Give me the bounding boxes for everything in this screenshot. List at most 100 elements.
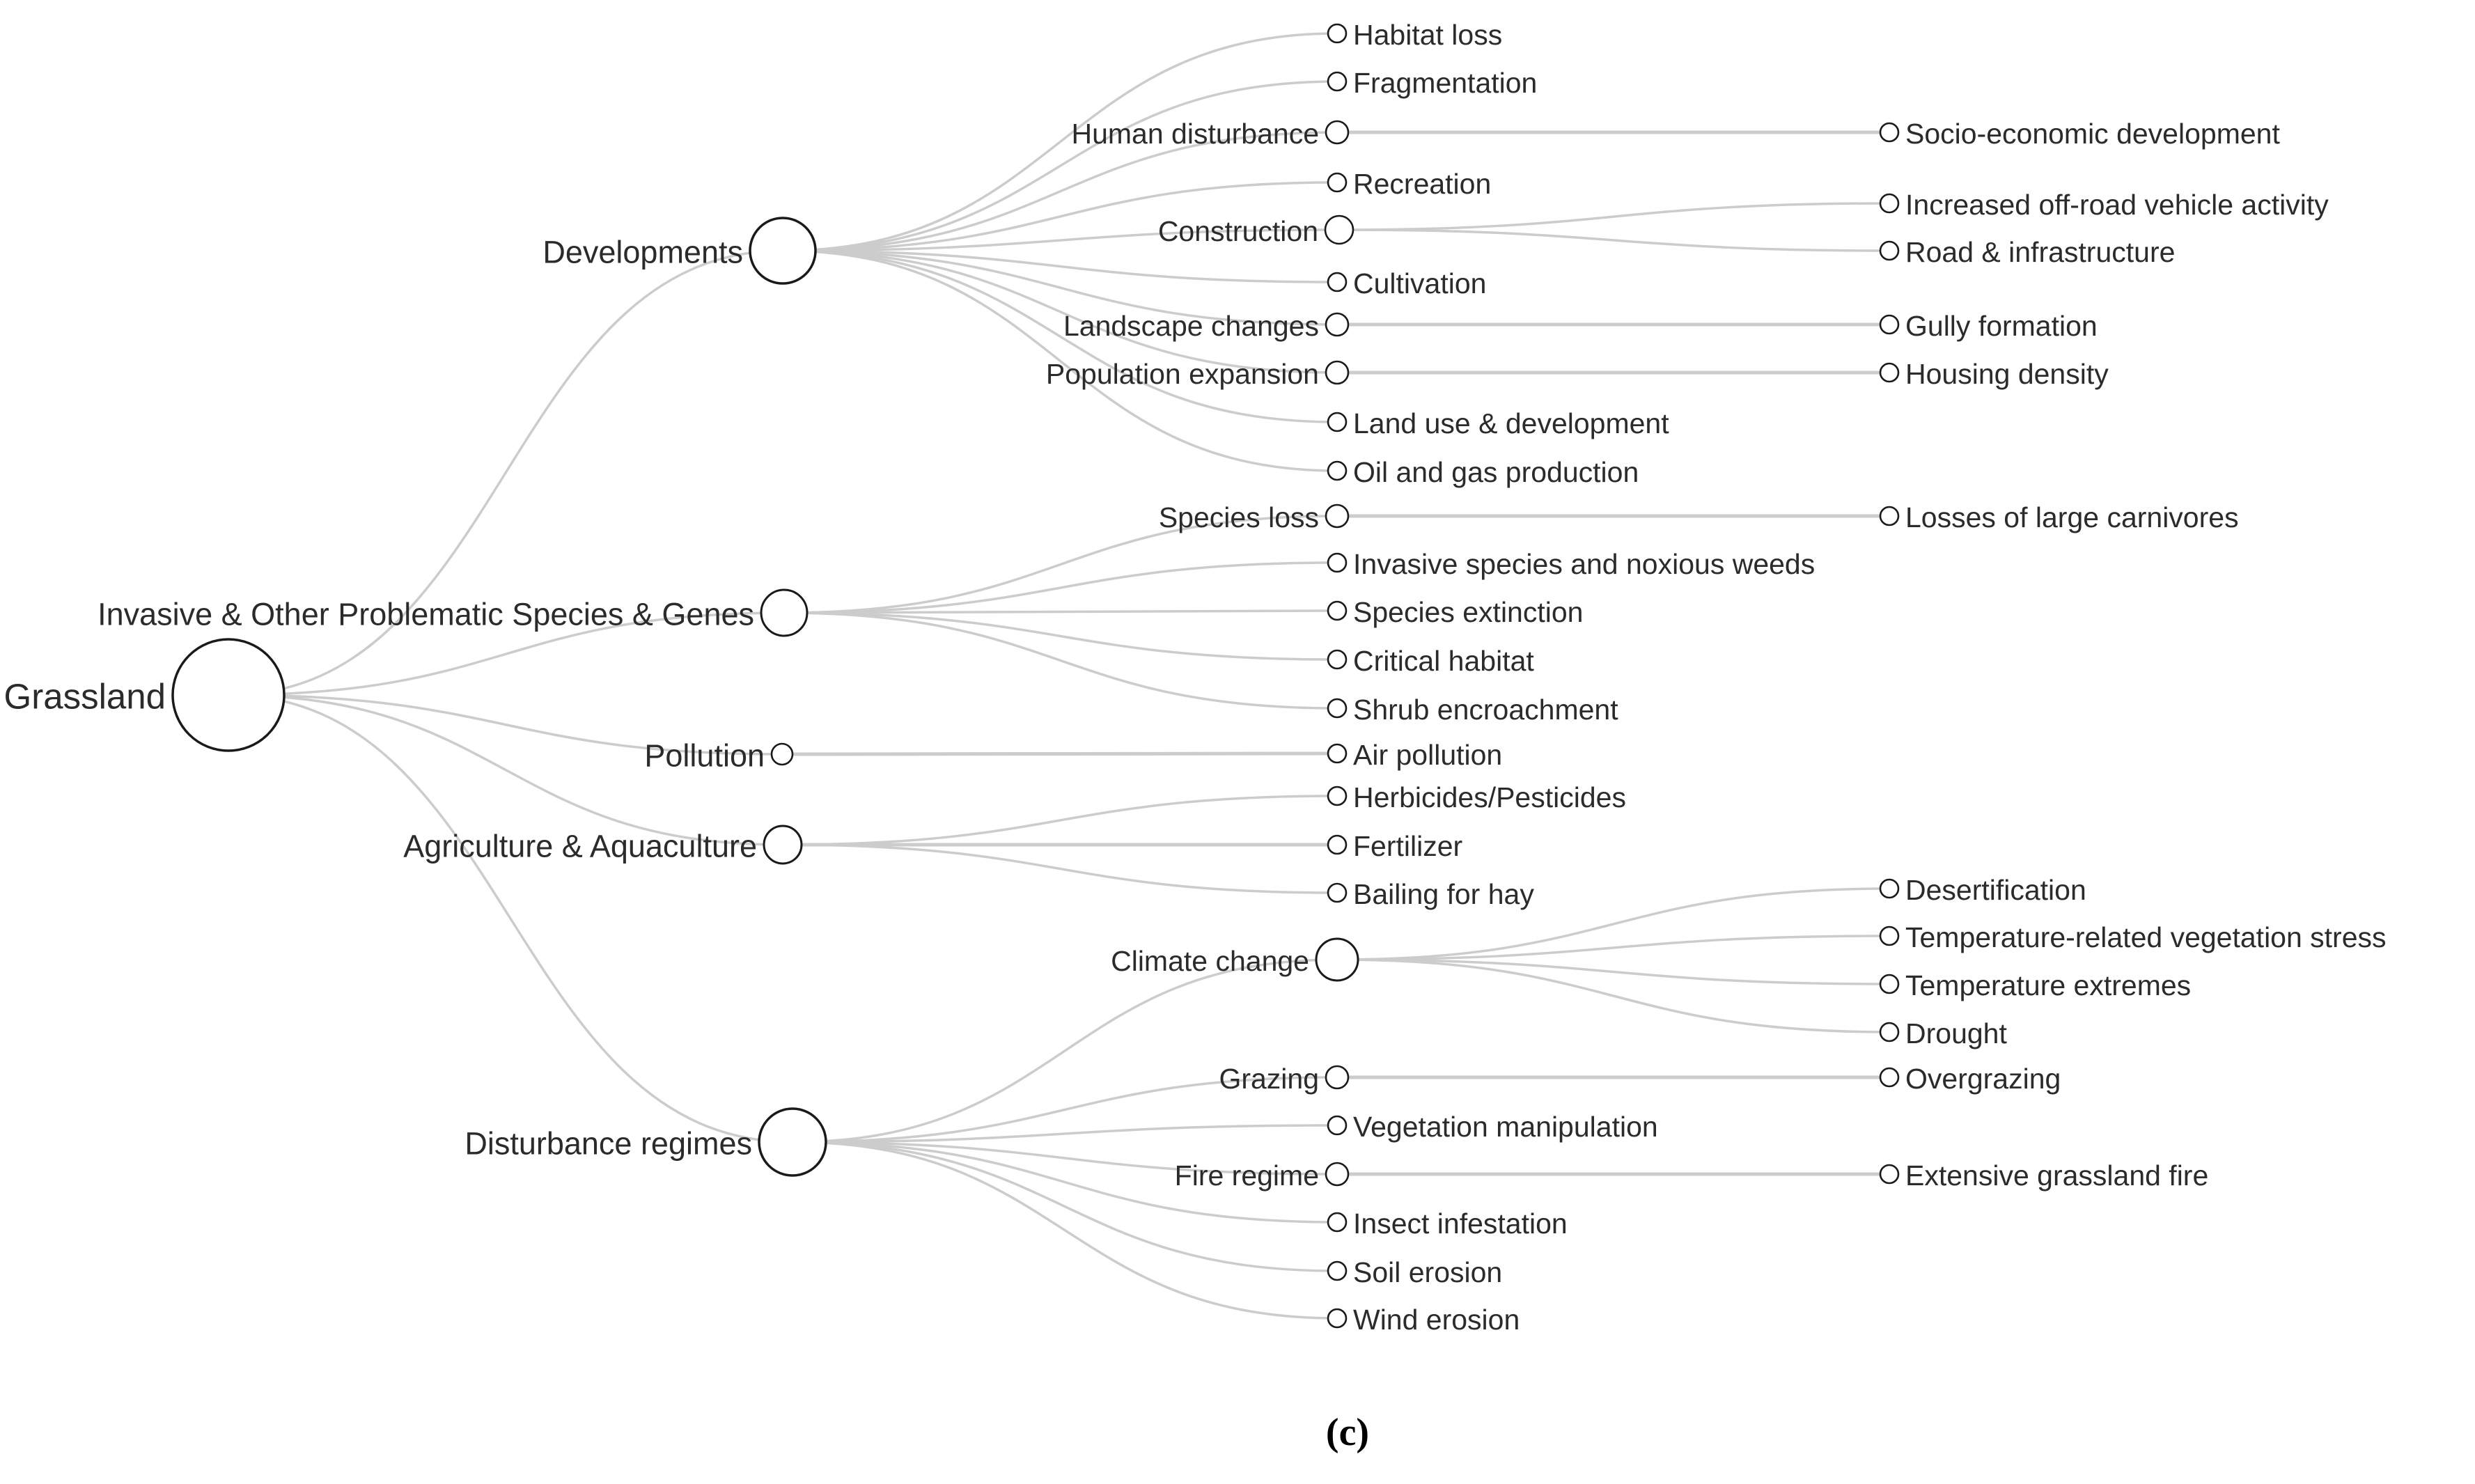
node-label-landscape-changes: Landscape changes <box>1063 310 1319 342</box>
node-circle-fertilizer <box>1327 834 1348 855</box>
node-label-soil-erosion: Soil erosion <box>1353 1256 1502 1288</box>
node-circle-extensive-grassland-fire <box>1879 1164 1900 1185</box>
nodes-layer <box>171 23 1900 1329</box>
node-label-critical-habitat: Critical habitat <box>1353 645 1534 677</box>
link-invasive-other-problematic-species-genes--critical-habitat <box>783 611 1338 661</box>
node-label-gully-formation: Gully formation <box>1905 310 2098 342</box>
node-label-cultivation: Cultivation <box>1353 267 1486 299</box>
node-label-oil-and-gas-production: Oil and gas production <box>1353 456 1639 488</box>
node-label-developments: Developments <box>542 235 743 270</box>
node-label-increased-off-road-vehicle-activity: Increased off-road vehicle activity <box>1905 189 2329 221</box>
node-label-drought: Drought <box>1905 1017 2007 1049</box>
link-developments--oil-and-gas-production <box>782 249 1338 472</box>
link-disturbance-regimes--fire-regime <box>792 1141 1338 1176</box>
node-label-species-extinction: Species extinction <box>1353 596 1583 628</box>
node-circle-air-pollution <box>1327 743 1348 764</box>
node-circle-increased-off-road-vehicle-activity <box>1879 193 1900 214</box>
link-agriculture-aquaculture--herbicides-pesticides <box>782 795 1338 846</box>
node-label-pollution: Pollution <box>644 738 765 774</box>
links-layer <box>228 32 1890 1320</box>
link-disturbance-regimes--soil-erosion <box>792 1141 1338 1272</box>
node-circle-insect-infestation <box>1327 1212 1348 1233</box>
link-pollution--air-pollution <box>781 751 1338 756</box>
link-developments--recreation <box>782 181 1338 252</box>
node-label-temperature-extremes: Temperature extremes <box>1905 969 2191 1001</box>
node-circle-losses-of-large-carnivores <box>1879 506 1900 526</box>
node-circle-housing-density <box>1879 362 1900 383</box>
node-label-socio-economic-development: Socio-economic development <box>1905 118 2280 150</box>
node-circle-drought <box>1879 1022 1900 1042</box>
node-label-bailing-for-hay: Bailing for hay <box>1353 878 1534 910</box>
node-label-population-expansion: Population expansion <box>1046 358 1319 390</box>
node-circle-population-expansion <box>1325 360 1350 385</box>
node-label-desertification: Desertification <box>1905 874 2086 906</box>
node-circle-oil-and-gas-production <box>1327 460 1348 481</box>
node-circle-invasive-species-and-noxious-weeds <box>1327 552 1348 573</box>
node-label-losses-of-large-carnivores: Losses of large carnivores <box>1905 501 2239 533</box>
node-circle-pollution <box>770 742 794 766</box>
link-developments--human-disturbance <box>782 131 1338 252</box>
node-circle-grazing <box>1325 1065 1350 1090</box>
node-label-grazing: Grazing <box>1219 1063 1319 1095</box>
link-grassland--pollution <box>228 694 783 756</box>
node-circle-temperature-related-vegetation-stress <box>1879 925 1900 946</box>
node-label-temperature-related-vegetation-stress: Temperature-related vegetation stress <box>1905 921 2387 953</box>
node-circle-species-loss <box>1325 503 1350 529</box>
node-circle-soil-erosion <box>1327 1260 1348 1281</box>
node-circle-habitat-loss <box>1327 23 1348 44</box>
node-circle-cultivation <box>1327 272 1348 292</box>
link-disturbance-regimes--wind-erosion <box>792 1141 1338 1320</box>
link-developments--construction <box>782 228 1340 252</box>
node-circle-human-disturbance <box>1325 120 1350 145</box>
node-label-construction: Construction <box>1158 215 1318 247</box>
node-label-fertilizer: Fertilizer <box>1353 830 1462 862</box>
link-developments--fragmentation <box>782 80 1338 252</box>
link-grassland--invasive-other-problematic-species-genes <box>228 611 785 696</box>
node-label-fire-regime: Fire regime <box>1175 1159 1319 1192</box>
node-circle-critical-habitat <box>1327 649 1348 670</box>
node-circle-shrub-encroachment <box>1327 698 1348 719</box>
node-label-grassland: Grassland <box>4 677 166 717</box>
node-circle-gully-formation <box>1879 314 1900 335</box>
node-label-housing-density: Housing density <box>1905 358 2109 390</box>
node-circle-climate-change <box>1315 937 1359 982</box>
link-grassland--developments <box>228 249 783 696</box>
link-disturbance-regimes--vegetation-manipulation <box>792 1124 1338 1143</box>
node-label-vegetation-manipulation: Vegetation manipulation <box>1353 1111 1658 1143</box>
node-circle-construction <box>1324 214 1354 245</box>
node-label-invasive-other-problematic-species-genes: Invasive & Other Problematic Species & G… <box>97 597 754 632</box>
node-circle-species-extinction <box>1327 600 1348 621</box>
node-label-shrub-encroachment: Shrub encroachment <box>1353 694 1618 726</box>
node-circle-bailing-for-hay <box>1327 882 1348 903</box>
link-disturbance-regimes--insect-infestation <box>792 1141 1338 1224</box>
link-developments--cultivation <box>782 249 1338 283</box>
link-climate-change--desertification <box>1336 887 1890 961</box>
node-label-insect-infestation: Insect infestation <box>1353 1208 1568 1240</box>
node-label-disturbance-regimes: Disturbance regimes <box>464 1126 752 1162</box>
link-climate-change--temperature-extremes <box>1336 958 1890 985</box>
node-label-species-loss: Species loss <box>1159 501 1319 533</box>
node-circle-herbicides-pesticides <box>1327 786 1348 806</box>
link-grassland--disturbance-regimes <box>228 694 793 1143</box>
link-invasive-other-problematic-species-genes--species-extinction <box>783 609 1338 614</box>
node-circle-socio-economic-development <box>1879 122 1900 143</box>
node-label-overgrazing: Overgrazing <box>1905 1063 2061 1095</box>
node-circle-recreation <box>1327 172 1348 193</box>
node-label-land-use-development: Land use & development <box>1353 407 1669 439</box>
link-climate-change--temperature-related-vegetation-stress <box>1336 935 1890 961</box>
link-invasive-other-problematic-species-genes--shrub-encroachment <box>783 611 1338 710</box>
node-label-agriculture-aquaculture: Agriculture & Aquaculture <box>403 829 757 864</box>
link-developments--landscape-changes <box>782 249 1338 326</box>
node-circle-fire-regime <box>1325 1162 1350 1187</box>
node-label-road-infrastructure: Road & infrastructure <box>1905 236 2175 268</box>
link-developments--habitat-loss <box>782 32 1338 252</box>
link-construction--increased-off-road-vehicle-activity <box>1338 202 1890 231</box>
link-developments--population-expansion <box>782 249 1338 374</box>
link-climate-change--drought <box>1336 958 1890 1033</box>
node-circle-desertification <box>1879 878 1900 899</box>
node-circle-land-use-development <box>1327 412 1348 432</box>
node-circle-invasive-other-problematic-species-genes <box>760 588 809 637</box>
node-label-extensive-grassland-fire: Extensive grassland fire <box>1905 1159 2208 1192</box>
